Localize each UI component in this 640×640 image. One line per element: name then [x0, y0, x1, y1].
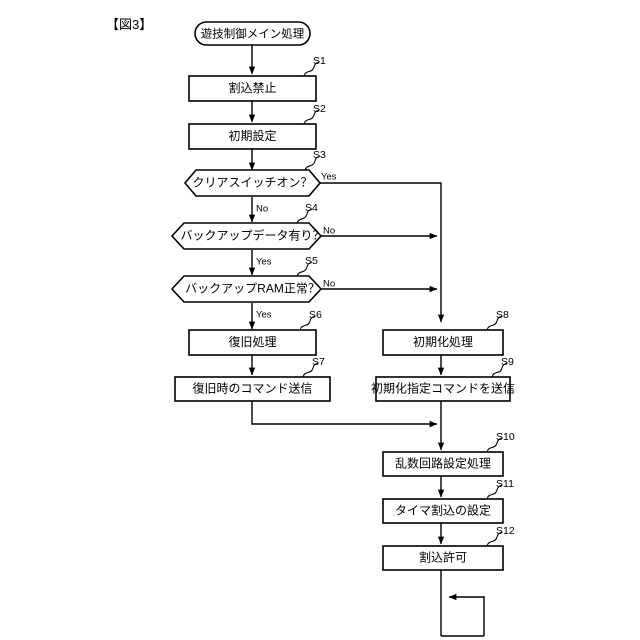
node-s11: タイマ割込の設定 S11: [382, 478, 514, 524]
s5-label: バックアップRAM正常？: [185, 282, 320, 296]
s1-shape: [188, 75, 317, 102]
node-s7: 復旧時のコマンド送信 S7: [174, 356, 331, 402]
s5-step: S5: [305, 255, 318, 267]
start-label: 遊技制御メイン処理: [201, 27, 305, 41]
edge-s3-yes-to-rail: [320, 182, 445, 323]
s12-leader: [486, 531, 503, 547]
s7-label: 復旧時のコマンド送信: [192, 381, 312, 396]
s10-shape: [382, 451, 504, 477]
s10-leader: [486, 437, 503, 453]
s7-shape: [174, 376, 331, 402]
s3-no-branch-label: No: [256, 204, 268, 215]
s6-label: 復旧処理: [228, 334, 276, 349]
s4-label: バックアップデータ有り？: [180, 228, 324, 243]
s5-leader: [296, 261, 313, 277]
s6-shape: [188, 329, 317, 356]
s4-no-branch-label: No: [323, 226, 335, 237]
s3-yes-branch-label: Yes: [321, 172, 337, 183]
node-s6: 復旧処理 S6: [188, 309, 322, 356]
s6-leader: [299, 315, 316, 331]
node-s2: 初期設定 S2: [188, 103, 326, 150]
edge-s7-to-rail: [251, 401, 438, 428]
s11-leader: [486, 484, 503, 500]
s5-yes-branch-label: Yes: [256, 310, 272, 321]
s3-step: S3: [313, 149, 326, 161]
edge-loop-back: [448, 593, 485, 636]
start-shape: [194, 21, 311, 46]
node-s3: クリアスイッチオン？ S3 Yes No: [183, 149, 337, 215]
s9-step: S9: [501, 356, 514, 368]
s5-shape: [170, 275, 323, 303]
s4-step: S4: [305, 202, 318, 214]
s7-leader: [302, 362, 319, 378]
s1-label: 割込禁止: [228, 80, 276, 95]
node-s5: バックアップRAM正常？ S5 No Yes: [170, 255, 335, 321]
node-s1: 割込禁止 S1: [188, 55, 326, 102]
s9-label: 初期化指定コマンドを送信: [371, 381, 515, 396]
node-s12: 割込許可 S12: [382, 525, 515, 571]
s12-label: 割込許可: [419, 550, 467, 565]
s1-leader: [303, 61, 320, 77]
node-s4: バックアップデータ有り？ S4 No Yes: [170, 202, 335, 268]
s8-step: S8: [496, 309, 509, 321]
s11-shape: [382, 498, 504, 524]
s2-step: S2: [313, 103, 326, 115]
s8-label: 初期化処理: [413, 335, 473, 349]
s6-step: S6: [309, 309, 322, 321]
s9-shape: [375, 376, 511, 402]
s3-leader: [304, 155, 321, 171]
s2-shape: [188, 123, 317, 150]
node-start: 遊技制御メイン処理: [194, 21, 311, 46]
node-s9: 初期化指定コマンドを送信 S9: [371, 356, 515, 402]
s10-label: 乱数回路設定処理: [395, 456, 491, 471]
s4-yes-branch-label: Yes: [256, 257, 272, 268]
s11-label: タイマ割込の設定: [395, 503, 491, 518]
s3-shape: [183, 169, 322, 197]
s8-leader: [486, 315, 503, 331]
s4-leader: [296, 208, 313, 224]
s8-shape: [382, 329, 504, 356]
s12-step: S12: [496, 525, 515, 537]
figure-number-label: 【図3】: [106, 17, 153, 32]
node-s10: 乱数回路設定処理 S10: [382, 431, 515, 477]
s11-step: S11: [496, 478, 514, 490]
s2-label: 初期設定: [228, 128, 276, 143]
s7-step: S7: [312, 356, 325, 368]
s2-leader: [303, 109, 320, 125]
s1-step: S1: [313, 55, 326, 67]
s3-label: クリアスイッチオン？: [192, 176, 312, 190]
s12-shape: [382, 545, 504, 571]
s9-leader: [491, 362, 508, 378]
s10-step: S10: [496, 431, 515, 443]
s4-shape: [170, 222, 323, 250]
node-s8: 初期化処理 S8: [382, 309, 509, 356]
s5-no-branch-label: No: [323, 279, 335, 290]
